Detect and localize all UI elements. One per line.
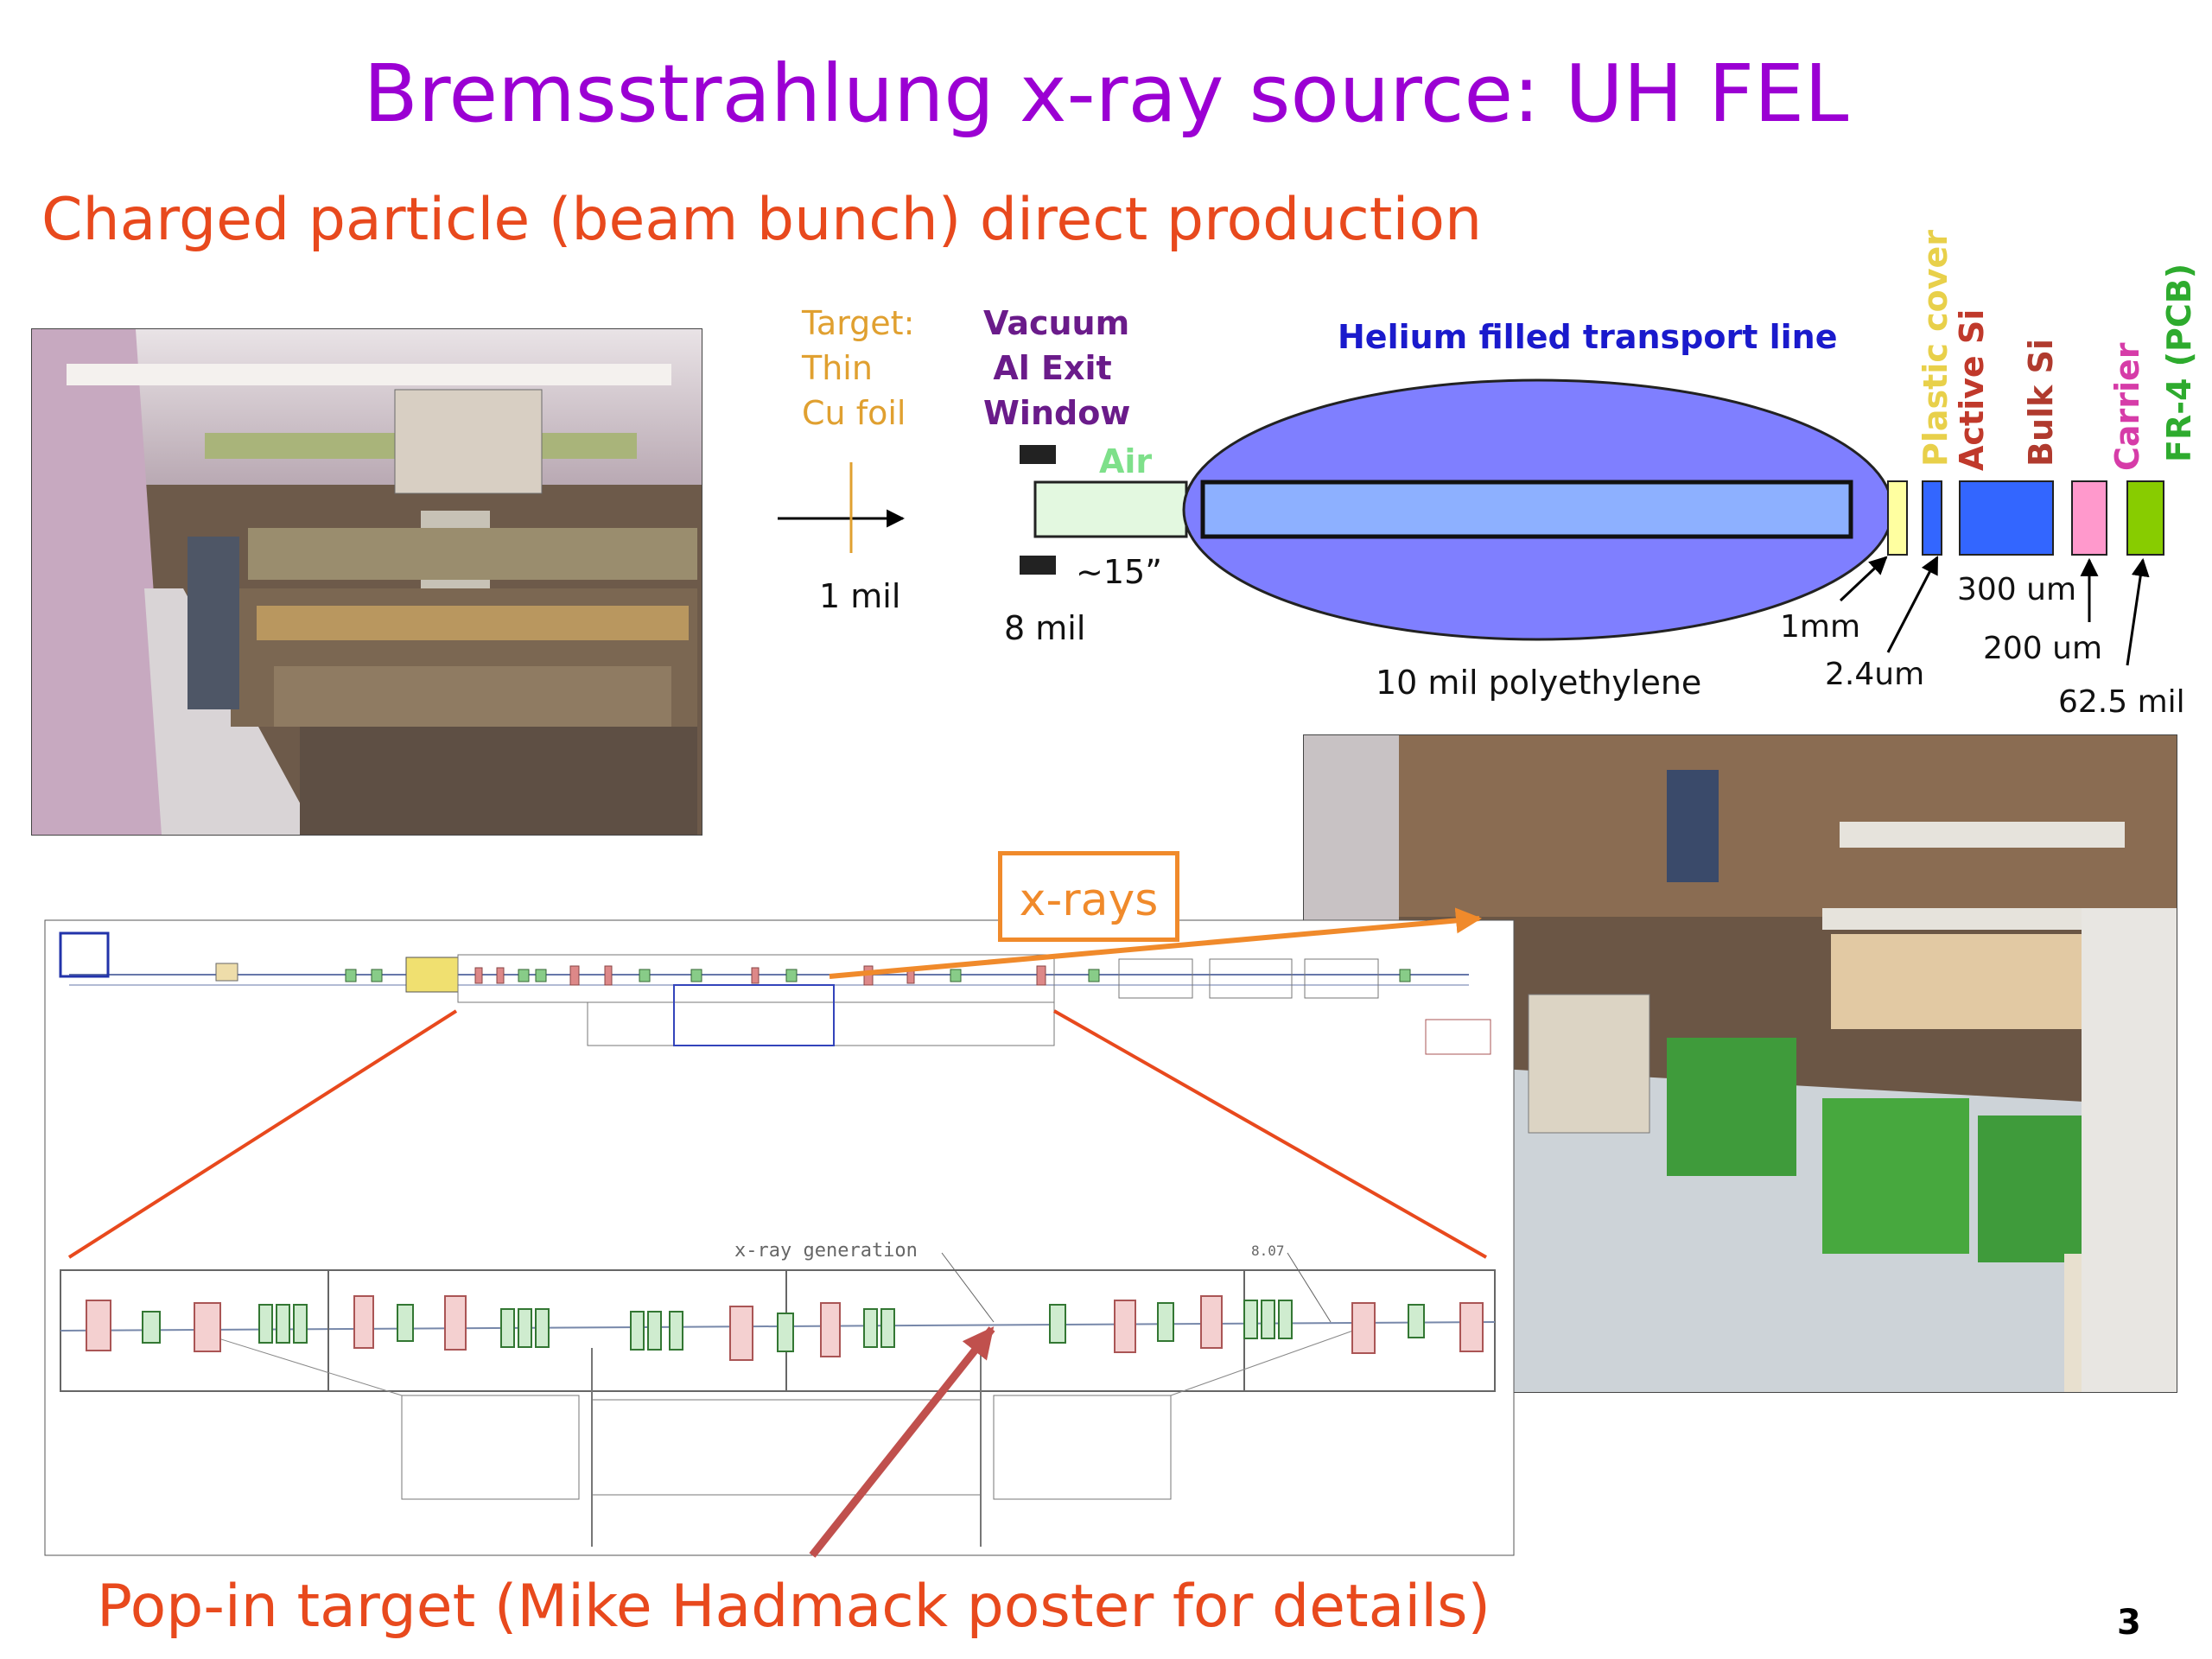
- target-thickness: 1 mil: [819, 577, 901, 615]
- label-plastic-cover: Plastic cover: [1916, 230, 1955, 467]
- pop-in-target-arrow: [809, 1326, 995, 1558]
- dim-200um: 200 um: [1983, 631, 2103, 666]
- label-active-si: Active Si: [1953, 308, 1991, 471]
- dim-62-5mil: 62.5 mil: [2058, 684, 2185, 720]
- tunnel-photo-image: [32, 329, 702, 835]
- layer-bulk-si: [1959, 480, 2054, 556]
- slide-title: Bremsstrahlung x-ray source: UH FEL: [363, 48, 1849, 140]
- dim-arrow-2-4um: [1886, 556, 1939, 653]
- xray-generation-note: x-ray generation: [734, 1240, 918, 1262]
- layer-active-si: [1922, 480, 1942, 556]
- beamline-drawing: [44, 919, 1515, 1556]
- dim-300um: 300 um: [1957, 572, 2077, 607]
- page-number: 3: [2117, 1603, 2141, 1643]
- window-thickness: 8 mil: [1004, 609, 1086, 647]
- footer-caption: Pop-in target (Mike Hadmack poster for d…: [97, 1573, 1491, 1641]
- xray-arrow: [829, 907, 1482, 979]
- label-carrier: Carrier: [2108, 342, 2146, 471]
- air-region: [1033, 480, 1188, 538]
- helium-label: Helium filled transport line: [1338, 318, 1838, 356]
- layer-plastic-cover: [1887, 480, 1908, 556]
- window-block-top: [1020, 445, 1056, 464]
- slide-subtitle: Charged particle (beam bunch) direct pro…: [41, 186, 1483, 254]
- dim-1mm: 1mm: [1780, 609, 1861, 645]
- tunnel-photo: [31, 328, 702, 836]
- dim-arrow-62-5mil: [2126, 557, 2150, 666]
- dim-arrow-1mm: [1839, 556, 1888, 602]
- polyethylene-label: 10 mil polyethylene: [1376, 664, 1702, 702]
- xray-label: x-rays: [998, 851, 1179, 942]
- small-annotation: 8.07: [1251, 1243, 1285, 1259]
- layer-carrier: [2071, 480, 2107, 556]
- window-label: Vacuum Al Exit Window: [983, 304, 1131, 432]
- layer-fr4: [2126, 480, 2164, 556]
- air-label: Air: [1099, 442, 1153, 480]
- helium-transport-line: [1200, 480, 1853, 539]
- air-gap: ~15”: [1076, 553, 1162, 591]
- target-label: Target: Thin Cu foil: [802, 304, 915, 432]
- label-fr4: FR-4 (PCB): [2160, 263, 2198, 462]
- label-bulk-si: Bulk Si: [2022, 339, 2060, 467]
- dim-2-4um: 2.4um: [1825, 657, 1925, 692]
- window-block-bottom: [1020, 556, 1056, 575]
